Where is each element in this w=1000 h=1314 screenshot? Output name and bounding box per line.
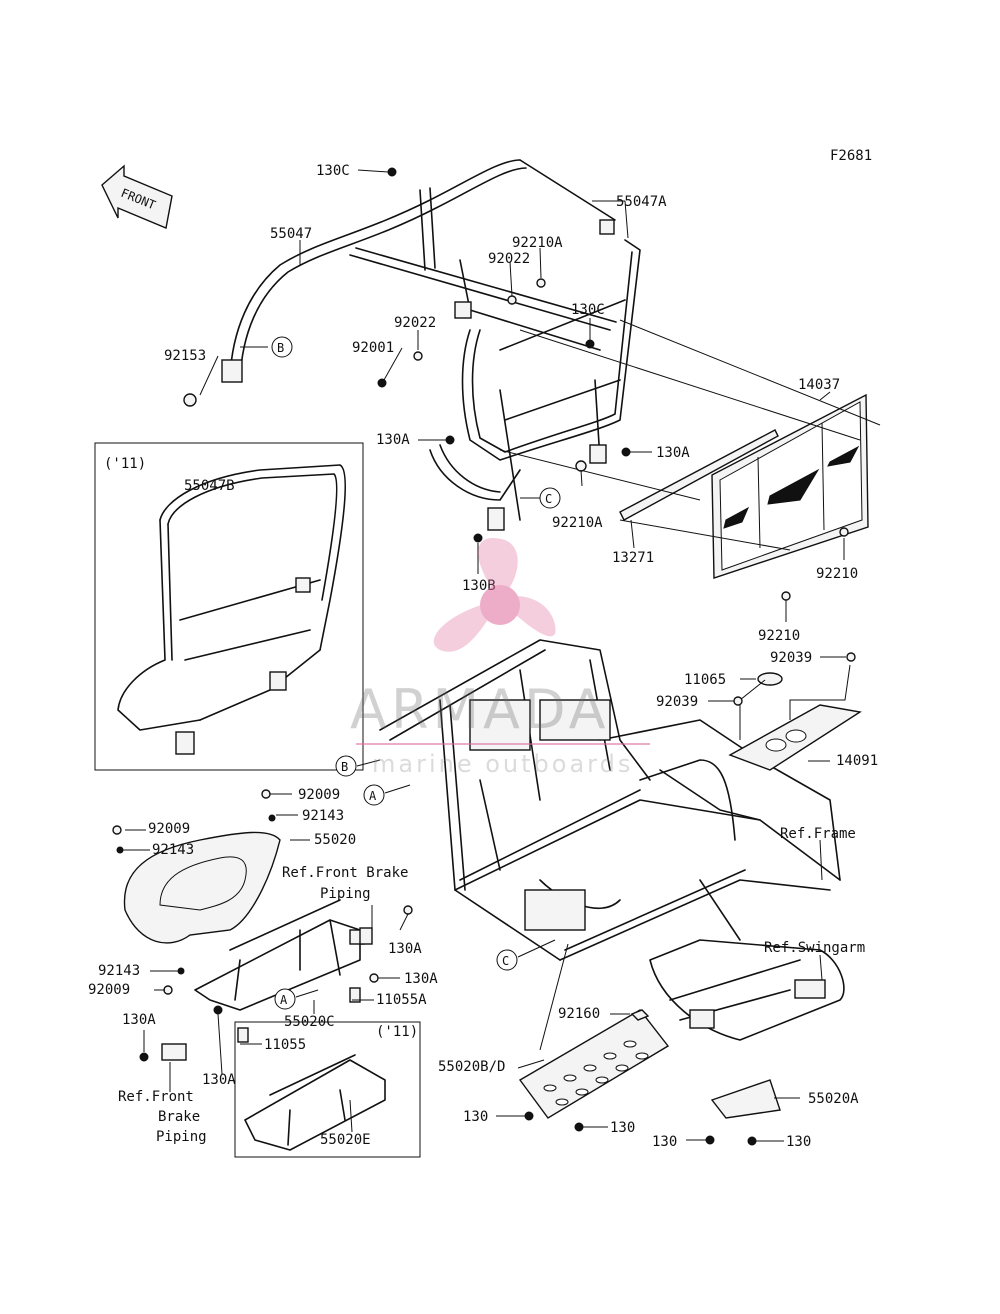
ref-circle-a: A (280, 993, 288, 1007)
part-label: Ref.Frame (780, 826, 856, 842)
part-label: 55047A (616, 194, 667, 210)
leader-lines (123, 169, 846, 1142)
part-label: 92009 (148, 821, 190, 837)
skid-plate-55020bd (518, 1009, 670, 1119)
front-bumper-55020e (244, 1054, 386, 1151)
part-label: 11065 (684, 672, 726, 688)
roll-bar-55047 (221, 159, 617, 383)
part-label: 130A (388, 941, 422, 957)
part-label: 130 (610, 1120, 635, 1136)
cap-11065 (757, 672, 783, 686)
figure-code: F2681 (830, 148, 872, 164)
inset-2011-bumper (234, 1021, 421, 1158)
part-label: 11055 (264, 1037, 306, 1053)
roll-bar-55047b (117, 464, 346, 755)
part-label: ('11) (104, 456, 146, 472)
part-label: 55020C (284, 1014, 335, 1030)
propeller-icon (433, 538, 556, 652)
part-label: 92039 (656, 694, 698, 710)
part-label: 55020B/D (438, 1059, 505, 1075)
part-label: 92143 (98, 963, 140, 979)
part-label: 92001 (352, 340, 394, 356)
part-label: 55020 (314, 832, 356, 848)
part-label: 130C (571, 302, 605, 318)
part-label: 55020A (808, 1091, 859, 1107)
part-label: 92210 (758, 628, 800, 644)
part-label: 55047B (184, 478, 235, 494)
part-label: Brake (158, 1109, 200, 1125)
inset-2011-rollbar (94, 442, 364, 771)
watermark-brand: ARMADA (350, 678, 610, 741)
part-label: 92210 (816, 566, 858, 582)
front-guard-55020 (123, 831, 281, 944)
part-label: 14091 (836, 753, 878, 769)
part-label: ('11) (376, 1024, 418, 1040)
skid-plate-55020a (710, 1079, 781, 1119)
ref-circle-c: C (502, 954, 509, 968)
ref-circle-a: A (369, 789, 377, 803)
part-label: 13271 (612, 550, 654, 566)
part-label: 55020E (320, 1132, 371, 1148)
ref-circle-b: B (277, 341, 284, 355)
part-label: Ref.Front Brake (282, 865, 408, 881)
part-label: 92210A (512, 235, 563, 251)
roll-bar-55047a (429, 239, 641, 531)
part-label: 130A (656, 445, 690, 461)
grille-14037 (711, 393, 869, 579)
part-label: 92022 (394, 315, 436, 331)
part-label: 92153 (164, 348, 206, 364)
part-label: 55047 (270, 226, 312, 242)
part-label: Ref.Front (118, 1089, 194, 1105)
ref-circle-c: C (545, 492, 552, 506)
part-label: 92160 (558, 1006, 600, 1022)
watermark-tagline: marine outboards (372, 750, 633, 778)
carrier-14091 (728, 704, 862, 771)
reference-markers: B C B A C A (271, 336, 561, 1010)
part-label: 130C (316, 163, 350, 179)
ref-circle-b: B (341, 760, 348, 774)
part-label: Piping (320, 886, 371, 902)
part-label: 130A (376, 432, 410, 448)
part-label: 11055A (376, 992, 427, 1008)
part-label: Piping (156, 1129, 207, 1145)
watermark-logo: ARMADA marine outboards (350, 538, 650, 778)
part-label: 130 (463, 1109, 488, 1125)
part-label: 130A (404, 971, 438, 987)
part-label: 92143 (152, 842, 194, 858)
front-arrow-icon: FRONT (101, 164, 173, 229)
part-label: 92210A (552, 515, 603, 531)
part-label: 14037 (798, 377, 840, 393)
part-label: 130 (652, 1134, 677, 1150)
part-label: 130A (202, 1072, 236, 1088)
part-label: 92009 (88, 982, 130, 998)
swingarm (649, 939, 845, 1041)
part-label: 92039 (770, 650, 812, 666)
trim-strip-13271 (619, 429, 779, 521)
part-label: 92143 (302, 808, 344, 824)
part-label: 130A (122, 1012, 156, 1028)
part-labels: 130C 55047A 55047 92210A 92022 92022 130… (88, 163, 878, 1150)
part-label: 92009 (298, 787, 340, 803)
part-label: 92022 (488, 251, 530, 267)
part-label: 130 (786, 1134, 811, 1150)
part-label: Ref.Swingarm (764, 940, 865, 956)
